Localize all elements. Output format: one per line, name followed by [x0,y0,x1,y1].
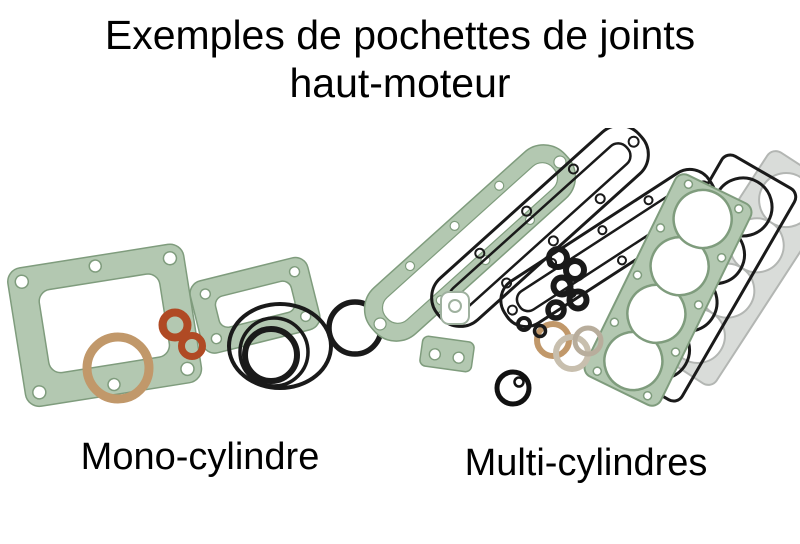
copper-washer [82,332,154,404]
ring-with-dot [494,369,532,407]
head-cover-gasket [189,256,321,354]
orange-seal-2 [178,332,206,360]
cam-cover-gasket-green [363,144,577,342]
multi-cylinder-caption: Multi-cylindres [464,442,708,484]
multi-cylinder-gasket-photo [363,128,800,407]
mono-cylinder-caption: Mono-cylindre [80,436,320,478]
small-square-seal [440,291,470,325]
mono-cylinder-gasket-photo [7,243,384,408]
page-title-line-1: Exemples de pochettes de joints [104,12,696,58]
cylinder-base-gasket [7,243,203,408]
multi-head-gasket-green [583,173,753,407]
o-ring-set [227,302,333,390]
small-plate-gasket [419,335,475,373]
orange-seal-1 [158,308,192,342]
small-o-rings [516,316,548,339]
valve-seals [545,246,590,321]
washers [534,321,604,372]
page-title: Exemples de pochettes de joints haut-mot… [0,12,800,107]
page-title-line-2: haut-moteur [289,59,511,106]
